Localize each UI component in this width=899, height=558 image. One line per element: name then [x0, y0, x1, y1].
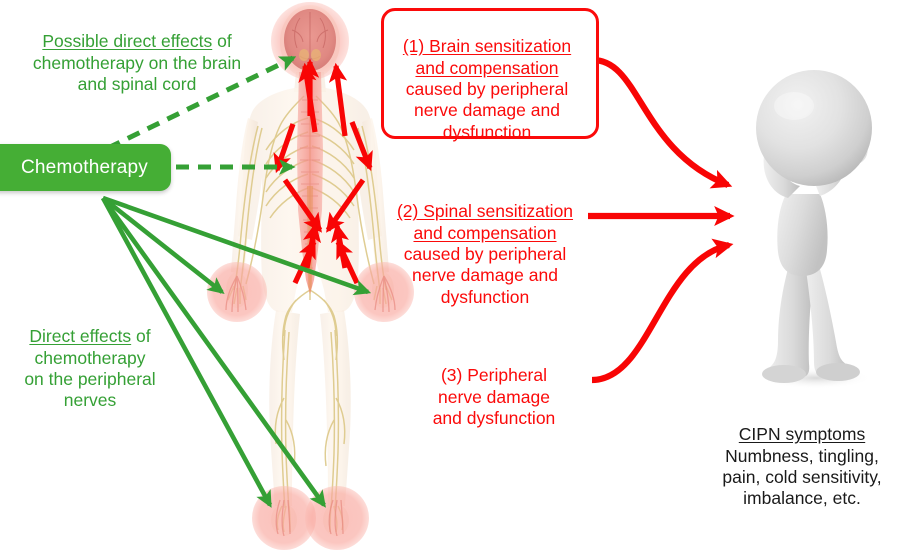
figure-left-foot [762, 365, 806, 383]
annotation-peripheral-rest: of chemotherapy on the peripheral nerves [24, 326, 156, 411]
figure-right-foot [816, 363, 860, 381]
figure-head [756, 70, 872, 186]
mechanism-1-underlined: (1) Brain sensitization and compensation [402, 36, 572, 78]
mechanism-1-rest: caused by peripheral nerve damage and dy… [405, 79, 569, 142]
outcome-heading: CIPN symptoms [738, 424, 866, 445]
cipn-patient-figure [726, 66, 898, 394]
right-hand-highlight [354, 262, 414, 322]
red-curve-brain-to-person [592, 56, 733, 189]
mechanism-2-rest: caused by peripheral nerve damage and dy… [403, 244, 567, 307]
mechanism-1-box [381, 8, 599, 139]
left-hand-highlight [207, 262, 267, 322]
annotation-brain-spinal-rest: of chemotherapy on the brain and spinal … [32, 31, 242, 95]
figure-left-leg [766, 262, 814, 377]
chemotherapy-source-node[interactable]: Chemotherapy [0, 144, 171, 191]
mechanism-3-rest: (3) Peripheral nerve damage and dysfunct… [432, 365, 556, 429]
mechanism-3-text: (3) Peripheral nerve damage and dysfunct… [399, 344, 589, 429]
figure-torso [777, 194, 828, 276]
annotation-peripheral-underlined: Direct effects [29, 326, 132, 347]
mechanism-1-text: (1) Brain sensitization and compensation… [386, 15, 588, 143]
head-brain-highlight [271, 2, 349, 80]
mechanism-2-underlined: (2) Spinal sensitization and compensatio… [396, 201, 574, 243]
chemotherapy-label: Chemotherapy [20, 156, 149, 178]
right-foot-highlight [305, 486, 369, 550]
outcome-body: Numbness, tingling, pain, cold sensitivi… [722, 445, 882, 509]
annotation-peripheral: Direct effects of chemotherapy on the pe… [6, 305, 174, 412]
annotation-brain-spinal: Possible direct effects of chemotherapy … [14, 10, 260, 95]
red-curve-peripheral-to-person [591, 238, 734, 384]
figure-right-leg [806, 262, 851, 375]
mechanism-2-text: (2) Spinal sensitization and compensatio… [378, 180, 592, 308]
annotation-brain-spinal-underlined: Possible direct effects [42, 31, 213, 52]
outcome-block: CIPN symptoms Numbness, tingling, pain, … [710, 403, 894, 510]
